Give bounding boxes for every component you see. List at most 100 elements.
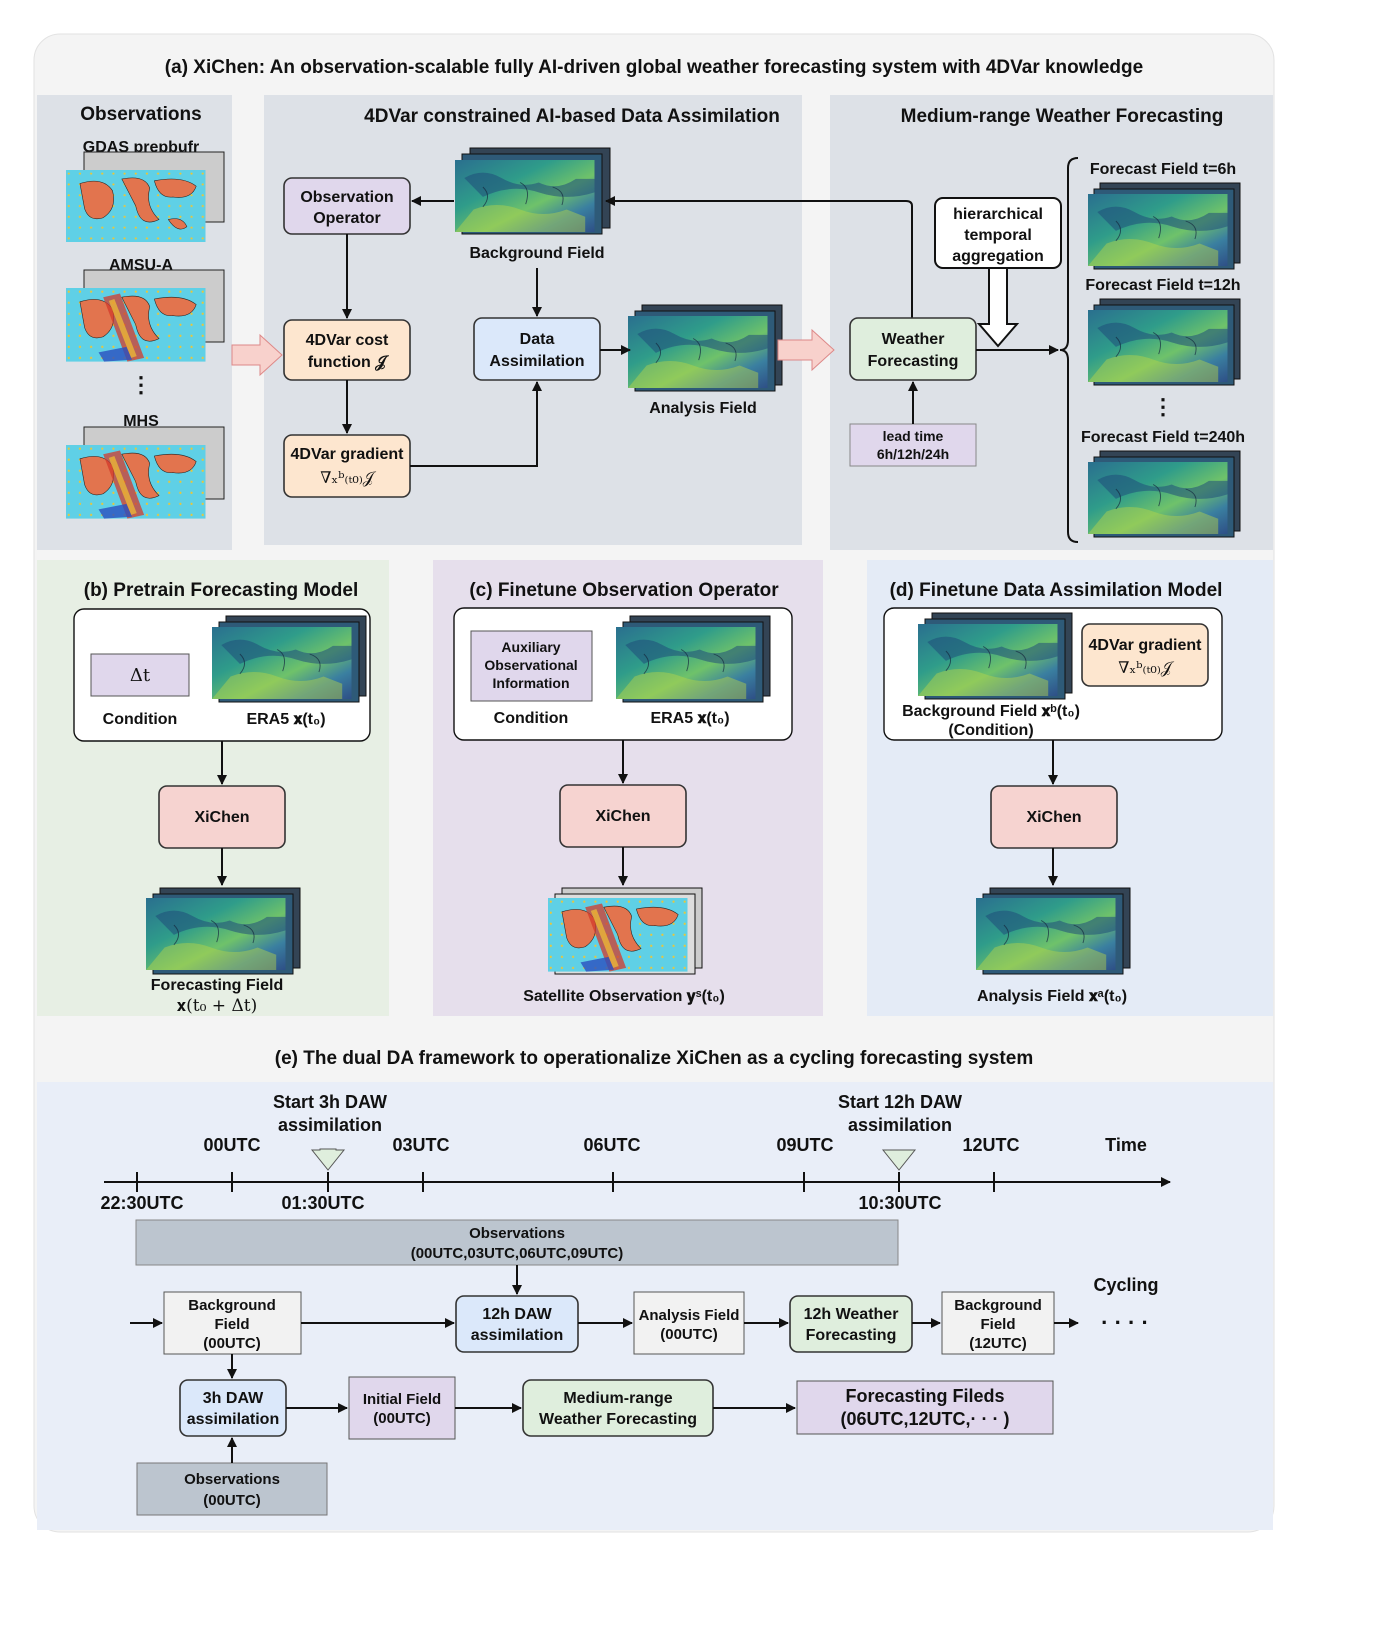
panel-c-output-map bbox=[547, 887, 703, 975]
panel-d-bg-map bbox=[917, 612, 1073, 700]
arrow-forecast-to-bg bbox=[605, 196, 913, 318]
observation-operator-line2: Operator bbox=[313, 210, 381, 227]
assim-12h-line1: 12h DAW bbox=[482, 1306, 552, 1323]
panel-e-title: (e) The dual DA framework to operational… bbox=[275, 1048, 1033, 1069]
panel-b-title: (b) Pretrain Forecasting Model bbox=[84, 580, 358, 601]
tick-03utc: 03UTC bbox=[392, 1135, 449, 1155]
panel-d-xichen-label: XiChen bbox=[1026, 809, 1081, 826]
forecasting-fields-line1: Forecasting Fileds bbox=[845, 1386, 1004, 1406]
panel-b-output-line1: Forecasting Field bbox=[151, 977, 283, 994]
weather-forecasting-line1: Weather bbox=[882, 331, 945, 348]
panel-d-output-map bbox=[975, 887, 1131, 975]
aux-info-box bbox=[470, 630, 593, 702]
data-assimilation-box bbox=[473, 317, 601, 381]
initial-field-line2: (00UTC) bbox=[373, 1410, 431, 1427]
panel-c-output: Satellite Observation 𝐲ˢ(t₀) bbox=[523, 988, 725, 1006]
panel-d-gradient-line2: ∇ₓᵇ₍ₜ₀₎𝒥 bbox=[1118, 658, 1175, 677]
lead-time-box bbox=[849, 423, 977, 467]
time-label: Time bbox=[1105, 1135, 1147, 1155]
panel-d-output: Analysis Field 𝐱ᵃ(t₀) bbox=[977, 988, 1127, 1005]
assim-3h-line2: assimilation bbox=[187, 1411, 279, 1428]
background-12-line3: (12UTC) bbox=[969, 1335, 1027, 1352]
weather-12h-line2: Forecasting bbox=[806, 1327, 897, 1344]
observations-00-box bbox=[136, 1462, 328, 1516]
obs-mhs-map bbox=[65, 426, 225, 520]
panel-b-condition: Condition bbox=[103, 711, 178, 728]
forecast-240h-map bbox=[1087, 450, 1241, 538]
assim-12h-line2: assimilation bbox=[471, 1327, 563, 1344]
gradient-box bbox=[283, 434, 411, 498]
obs-mhs-label: MHS bbox=[123, 413, 159, 430]
weather-forecasting-line2: Forecasting bbox=[868, 353, 959, 370]
forecast-title: Medium-range Weather Forecasting bbox=[901, 106, 1224, 127]
aux-line1: Auxiliary bbox=[501, 639, 560, 655]
start-3h-line2: assimilation bbox=[278, 1115, 382, 1135]
forecast-ellipsis: ⋮ bbox=[1152, 394, 1174, 419]
forecast-6h-map bbox=[1087, 182, 1241, 270]
obs-gdas-map bbox=[65, 151, 225, 243]
data-assimilation-line2: Assimilation bbox=[489, 353, 584, 370]
background-00-line1: Background bbox=[188, 1297, 276, 1314]
cost-function-line1: 4DVar cost bbox=[306, 332, 389, 349]
background-12-line2: Field bbox=[980, 1316, 1015, 1333]
cycling-label: Cycling bbox=[1093, 1275, 1158, 1295]
panel-d-title: (d) Finetune Data Assimilation Model bbox=[890, 580, 1223, 601]
panel-b-output-map bbox=[145, 887, 301, 975]
hierarchical-line3: aggregation bbox=[952, 248, 1044, 265]
forecast-240h-label: Forecast Field t=240h bbox=[1081, 429, 1245, 446]
observations-bar-line1: Observations bbox=[469, 1225, 565, 1242]
observations-title: Observations bbox=[80, 104, 201, 125]
hierarchical-line2: temporal bbox=[964, 227, 1032, 244]
weather-forecasting-box bbox=[849, 317, 977, 381]
panel-c-xichen-label: XiChen bbox=[595, 808, 650, 825]
panel-b-output-line2: 𝐱(t₀ + Δt) bbox=[177, 996, 257, 1016]
tick-09utc: 09UTC bbox=[776, 1135, 833, 1155]
analysis-00-box bbox=[633, 1291, 745, 1355]
gradient-line2: ∇ₓᵇ₍ₜ₀₎𝒥 bbox=[320, 468, 377, 487]
analysis-field-label: Analysis Field bbox=[649, 400, 757, 417]
aux-line2: Observational bbox=[484, 657, 577, 673]
arrow-grad-to-da bbox=[410, 381, 542, 467]
start-12h-line2: assimilation bbox=[848, 1115, 952, 1135]
tick-2230utc: 22:30UTC bbox=[100, 1193, 183, 1213]
observations-bar-line2: (00UTC,03UTC,06UTC,09UTC) bbox=[411, 1245, 624, 1262]
background-12-line1: Background bbox=[954, 1297, 1042, 1314]
start-12h-line1: Start 12h DAW bbox=[838, 1092, 962, 1112]
initial-field-box bbox=[348, 1376, 456, 1440]
forecasting-fields-box bbox=[796, 1380, 1054, 1435]
aux-line3: Information bbox=[493, 675, 570, 691]
obs-amsu-map bbox=[65, 269, 225, 363]
background-field-map bbox=[454, 147, 611, 235]
tick-1030utc: 10:30UTC bbox=[858, 1193, 941, 1213]
analysis-00-line1: Analysis Field bbox=[639, 1307, 740, 1324]
analysis-00-line2: (00UTC) bbox=[660, 1326, 718, 1343]
timeline-ticks bbox=[136, 1172, 995, 1192]
gradient-line1: 4DVar gradient bbox=[291, 446, 405, 463]
hierarchical-down-arrow bbox=[976, 267, 1020, 348]
delta-t-label: Δt bbox=[130, 665, 151, 686]
tick-0130utc: 01:30UTC bbox=[281, 1193, 364, 1213]
background-00-line2: Field bbox=[214, 1316, 249, 1333]
background-00-line3: (00UTC) bbox=[203, 1335, 261, 1352]
initial-field-line1: Initial Field bbox=[363, 1391, 441, 1408]
panel-c-condition: Condition bbox=[494, 710, 569, 727]
background-field-label: Background Field bbox=[469, 245, 604, 262]
assim-3h-line1: 3h DAW bbox=[203, 1390, 264, 1407]
panel-c-era5-map bbox=[615, 615, 771, 703]
data-assimilation-line1: Data bbox=[520, 331, 555, 348]
tick-12utc: 12UTC bbox=[962, 1135, 1019, 1155]
forecast-12h-map bbox=[1087, 298, 1241, 386]
pink-arrow-obs bbox=[231, 333, 283, 377]
cost-function-box bbox=[283, 319, 411, 381]
panel-c-title: (c) Finetune Observation Operator bbox=[469, 580, 779, 601]
panel-b-xichen-label: XiChen bbox=[194, 809, 249, 826]
panel-d-gradient-box bbox=[1081, 623, 1209, 687]
panel-c-era5: ERA5 𝐱(t₀) bbox=[650, 710, 729, 727]
weather-12h-line1: 12h Weather bbox=[804, 1306, 899, 1323]
observation-operator-line1: Observation bbox=[300, 189, 393, 206]
forecasting-fields-line2: (06UTC,12UTC,· · · ) bbox=[840, 1409, 1009, 1429]
panel-d-gradient-line1: 4DVar gradient bbox=[1089, 637, 1203, 654]
hierarchical-line1: hierarchical bbox=[953, 206, 1043, 223]
analysis-field-map bbox=[627, 304, 783, 392]
